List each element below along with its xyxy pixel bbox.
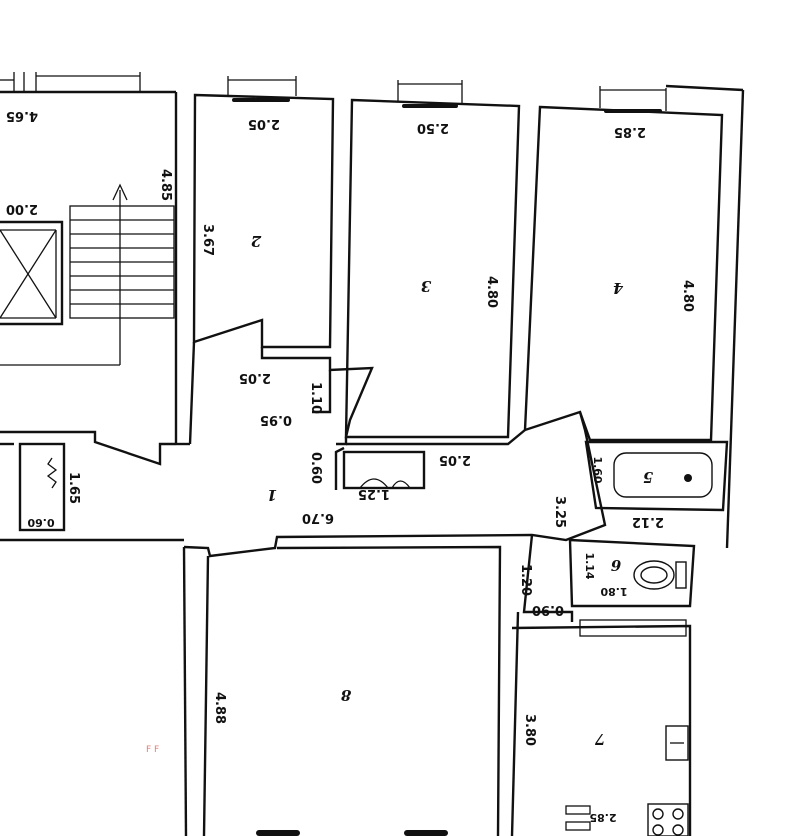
left-recess-depth-label: 1.65	[66, 472, 81, 504]
corridor-095-label: 0.95	[260, 412, 292, 427]
left-recess-width-label: 0.60	[27, 516, 54, 529]
room-6-length-label: 1.14	[583, 552, 596, 579]
sink-icon	[665, 725, 689, 761]
corridor-lower-label: 2.05	[439, 452, 471, 467]
room-5-bath	[584, 440, 729, 512]
hall-width-label: 6.70	[302, 510, 334, 525]
room-4-window	[599, 86, 667, 113]
room-2-window	[227, 76, 297, 102]
bath-link-label: 3.25	[552, 496, 567, 528]
corridor-width-label: 2.05	[239, 370, 271, 385]
room-4-length-label: 4.80	[680, 280, 695, 312]
room-2-width-label: 2.05	[248, 116, 280, 131]
toilet-icon	[633, 560, 687, 590]
room-7-width-label: 2.85	[589, 811, 616, 824]
hall-1	[176, 341, 607, 558]
stove-icon	[647, 803, 689, 836]
wc-door-label: 0.90	[532, 602, 564, 617]
room-7-length-label: 3.80	[522, 714, 537, 746]
stair-block	[0, 72, 178, 466]
room-5-number: 5	[643, 468, 653, 486]
room-3-length-label: 4.80	[484, 276, 499, 308]
stair-length-label: 4.85	[158, 169, 173, 201]
room-5-width-label: 2.12	[632, 514, 664, 529]
room-4-number: 4	[613, 279, 623, 297]
stray-mark: F F	[146, 745, 159, 755]
lift-width-label: 2.00	[6, 201, 38, 216]
stair-flight	[0, 183, 175, 366]
room-7-kitchen	[510, 534, 692, 836]
room-4-width-label: 2.85	[614, 124, 646, 139]
room-7-number: 7	[594, 730, 605, 748]
room-2-length-label: 3.67	[200, 224, 215, 256]
room-6-width-label: 1.80	[600, 585, 627, 598]
room-8-length-label: 4.88	[212, 692, 227, 724]
room-2-number: 2	[251, 232, 262, 250]
room-6-number: 6	[610, 556, 621, 574]
room-3-number: 3	[421, 277, 431, 295]
room-8-number: 8	[340, 686, 351, 704]
room-3-width-label: 2.50	[417, 120, 449, 135]
room-6-wc	[568, 538, 696, 608]
left-recess	[0, 442, 184, 542]
room-3	[344, 80, 521, 439]
drain-icon	[684, 474, 692, 482]
corridor-110-label: 1.10	[308, 382, 323, 414]
stair-width-label: 4.65	[6, 108, 38, 123]
hall-number: 1	[267, 486, 277, 504]
lift-shaft	[0, 220, 64, 326]
hall-depth-label: 0.60	[308, 452, 323, 484]
dimension-labels: 4.65 2.00 4.85 2.05 3.67 2 2.50 4.80 3 2…	[6, 108, 695, 824]
room-5-length-label: 1.60	[591, 456, 604, 483]
closet-width-label: 1.25	[358, 486, 390, 501]
wc-link-label: 1.20	[518, 564, 533, 596]
bathtub-icon	[613, 452, 713, 498]
room-3-window	[397, 80, 463, 108]
room-8	[182, 545, 502, 836]
